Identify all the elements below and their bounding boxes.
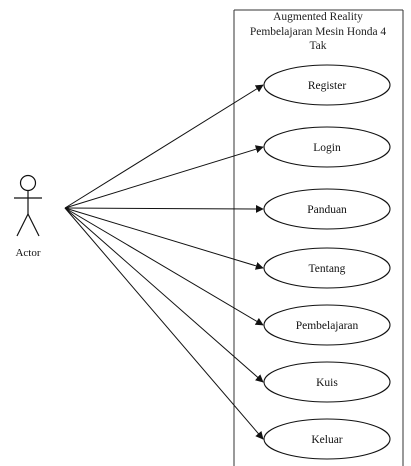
- system-title-line-3: Tak: [309, 40, 326, 52]
- usecase-login-ellipse: [263, 126, 391, 168]
- system-title-line-2: Pembelajaran Mesin Honda 4: [250, 26, 387, 38]
- usecase-register-ellipse: [263, 64, 391, 106]
- associations: [64, 84, 264, 440]
- association-pembelajaran: [64, 207, 264, 326]
- usecase-panduan-label: Panduan: [307, 204, 347, 216]
- usecase-keluar-ellipse: [263, 418, 391, 460]
- usecase-keluar: Keluar: [263, 418, 391, 460]
- system-title-line-1: Augmented Reality: [273, 11, 363, 23]
- association-login: [64, 145, 264, 209]
- actor-label: Actor: [15, 247, 40, 259]
- usecase-kuis-ellipse: [263, 361, 391, 403]
- usecase-tentang: Tentang: [263, 247, 391, 289]
- usecase-pembelajaran: Pembelajaran: [263, 304, 391, 346]
- usecase-tentang-ellipse: [263, 247, 391, 289]
- association-panduan: [64, 204, 264, 213]
- usecase-login: Login: [263, 126, 391, 168]
- usecase-panduan: Panduan: [263, 188, 391, 230]
- association-kuis: [64, 207, 264, 383]
- system-boundary: Augmented Reality Pembelajaran Mesin Hon…: [233, 9, 404, 466]
- usecase-kuis-label: Kuis: [316, 377, 338, 389]
- actor: Actor: [14, 174, 42, 259]
- association-register: [64, 84, 264, 209]
- usecase-register: Register: [263, 64, 391, 106]
- usecase-kuis: Kuis: [263, 361, 391, 403]
- usecase-keluar-label: Keluar: [311, 434, 342, 446]
- use-cases: RegisterLoginPanduanTentangPembelajaranK…: [263, 64, 391, 460]
- usecase-panduan-ellipse: [263, 188, 391, 230]
- actor-right-leg: [27, 213, 40, 237]
- usecase-pembelajaran-ellipse: [263, 304, 391, 346]
- usecase-tentang-label: Tentang: [309, 263, 346, 275]
- actor-left-leg: [16, 213, 29, 237]
- association-keluar: [64, 207, 264, 440]
- association-tentang: [64, 207, 264, 270]
- usecase-pembelajaran-label: Pembelajaran: [296, 320, 359, 332]
- actor-head: [19, 174, 37, 192]
- usecase-login-label: Login: [313, 142, 341, 154]
- usecase-register-label: Register: [308, 80, 346, 92]
